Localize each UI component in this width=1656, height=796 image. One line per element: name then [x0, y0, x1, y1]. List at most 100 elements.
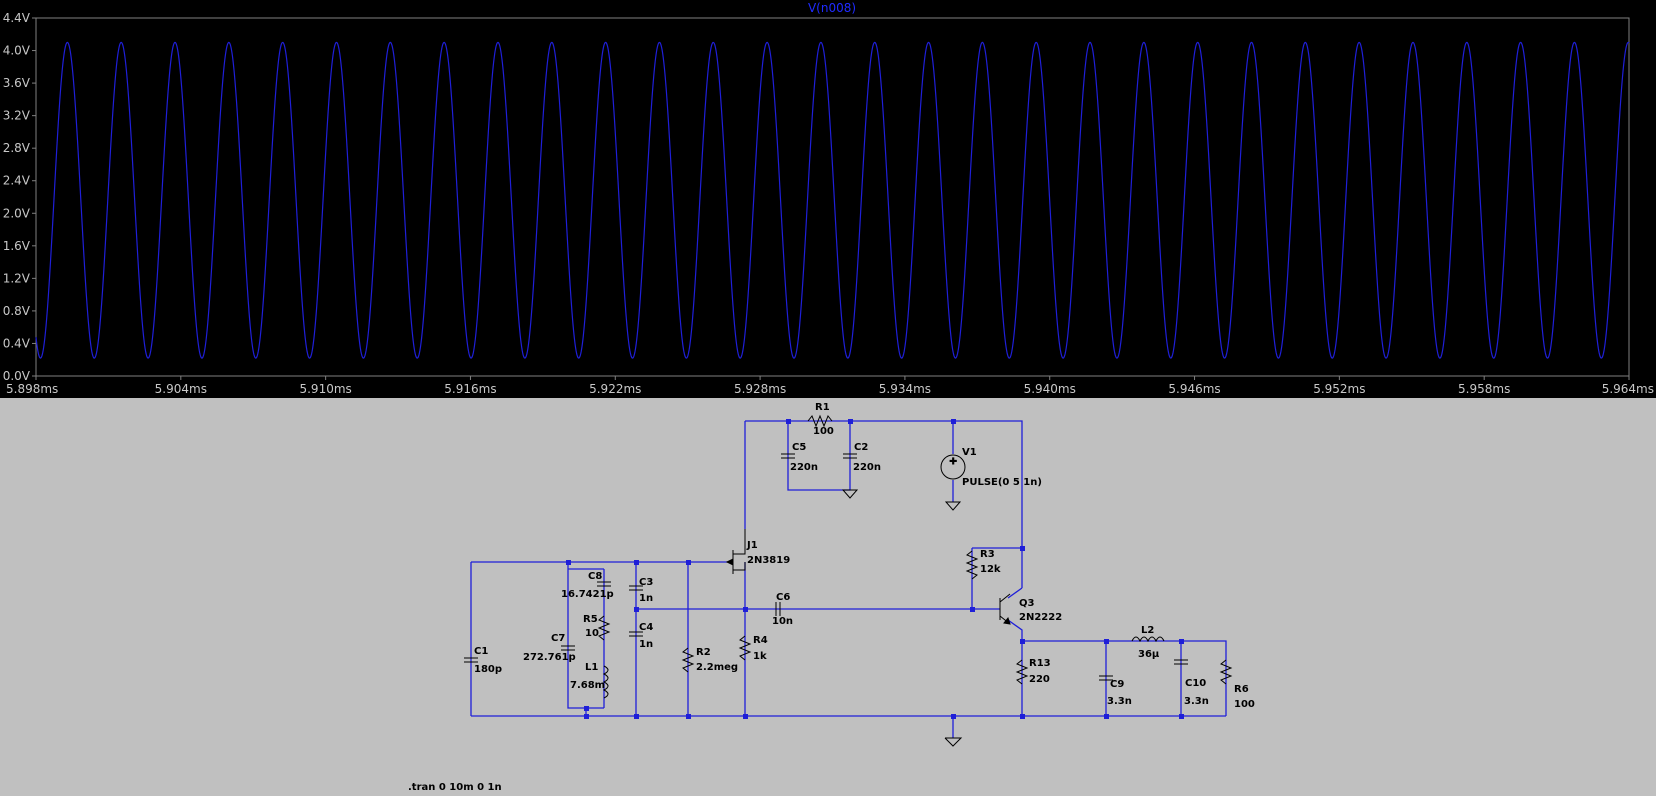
wire-output [1022, 640, 1227, 716]
c2-value: 220n [853, 462, 881, 473]
y-tick-label: 1.2V [3, 271, 31, 285]
x-tick-label: 5.916ms [444, 382, 496, 396]
junctions [566, 419, 1184, 719]
jfet-j1-arrow [725, 558, 734, 566]
x-tick-label: 5.898ms [6, 382, 58, 396]
q3-value: 2N2222 [1019, 612, 1062, 623]
resistor-r4-symbol[interactable] [738, 635, 752, 661]
r5-name: R5 [583, 614, 598, 625]
y-tick-label: 2.0V [3, 206, 31, 220]
j1-value: 2N3819 [747, 555, 790, 566]
schematic-pane[interactable]: + [0, 398, 1656, 796]
ground-c2-icon [841, 489, 859, 499]
wire-q3-collector [1007, 587, 1023, 599]
c10-name: C10 [1185, 678, 1206, 689]
resistor-r6-symbol[interactable] [1219, 659, 1233, 685]
c1-value: 180p [474, 664, 502, 675]
x-tick-label: 5.928ms [734, 382, 786, 396]
c1-name: C1 [474, 646, 488, 657]
c10-value: 3.3n [1184, 696, 1209, 707]
c5-name: C5 [792, 442, 806, 453]
inductor-l2-symbol[interactable] [1131, 636, 1165, 643]
wire-c7-loop [567, 569, 604, 709]
y-tick-label: 3.6V [3, 76, 31, 90]
inductor-l1-symbol[interactable] [602, 665, 609, 699]
c3-value: 1n [639, 593, 653, 604]
svg-text:+: + [949, 456, 957, 467]
c5-value: 220n [790, 462, 818, 473]
y-tick-label: 1.6V [3, 239, 31, 253]
ground-main-icon [944, 737, 963, 747]
bjt-q3-arrow [1003, 616, 1011, 625]
r13-name: R13 [1029, 658, 1051, 669]
bjt-q3-collector [999, 593, 1011, 603]
resistor-r13-symbol[interactable] [1015, 659, 1029, 685]
trace-v-n008[interactable] [35, 41, 1630, 359]
c8-value: 16.7421p [561, 589, 614, 600]
y-tick-label: 2.4V [3, 174, 31, 188]
trace-title[interactable]: V(n008) [808, 1, 856, 15]
y-tick-label: 2.8V [3, 141, 31, 155]
q3-name: Q3 [1019, 598, 1035, 609]
c7-value: 272.761p [523, 652, 576, 663]
x-tick-label: 5.904ms [155, 382, 207, 396]
spice-directive[interactable]: .tran 0 10m 0 1n [408, 782, 502, 793]
schematic-canvas[interactable]: + [0, 398, 1656, 796]
c6-value: 10n [772, 616, 793, 627]
wire-q3-emitter [1007, 619, 1023, 716]
wires [470, 420, 1227, 738]
r3-value: 12k [980, 564, 1001, 575]
l1-value: 7.68m [570, 680, 605, 691]
voltage-source-v1-symbol[interactable] [940, 454, 966, 480]
v1-value: PULSE(0 5 1n) [962, 477, 1042, 488]
r3-name: R3 [980, 549, 995, 560]
y-tick-label: 4.0V [3, 44, 31, 58]
l1-name: L1 [585, 662, 598, 673]
r1-value: 100 [813, 426, 834, 437]
r2-name: R2 [696, 647, 711, 658]
y-tick-label: 0.8V [3, 304, 31, 318]
x-tick-label: 5.964ms [1602, 382, 1654, 396]
ground-v1-icon [944, 501, 962, 511]
y-axis: 4.4V 4.0V 3.6V 3.2V 2.8V 2.4V 2.0V 1.6V 1.2V 0.8V… [3, 11, 36, 383]
j1-name: J1 [746, 540, 758, 551]
c2-name: C2 [854, 442, 868, 453]
c4-name: C4 [639, 622, 653, 633]
r13-value: 220 [1029, 674, 1050, 685]
jfet-j1-drain-lead [733, 529, 746, 555]
resistor-r2-symbol[interactable] [681, 647, 695, 673]
l2-value: 36µ [1138, 649, 1160, 660]
y-tick-label: 0.4V [3, 336, 31, 350]
y-tick-label: 4.4V [3, 11, 31, 25]
wire-top-rail [745, 420, 1023, 548]
r4-name: R4 [753, 635, 768, 646]
c7-name: C7 [551, 633, 565, 644]
resistor-r5-symbol[interactable] [597, 615, 611, 641]
r1-name: R1 [815, 402, 830, 413]
x-tick-label: 5.940ms [1024, 382, 1076, 396]
v1-name: V1 [962, 447, 977, 458]
c3-name: C3 [639, 577, 653, 588]
jfet-j1-source-lead [733, 562, 746, 571]
y-tick-label: 3.2V [3, 109, 31, 123]
x-tick-label: 5.910ms [299, 382, 351, 396]
c9-value: 3.3n [1107, 696, 1132, 707]
l2-name: L2 [1141, 625, 1154, 636]
plot-frame [35, 17, 1630, 377]
x-axis: 5.898ms 5.904ms 5.910ms 5.916ms 5.922ms 5.928… [6, 376, 1654, 396]
wire-c5-c2-loop [787, 421, 851, 491]
r5-value: 10 [585, 628, 599, 639]
c6-name: C6 [776, 592, 790, 603]
component-labels: R1 100 C5 220n C2 220n V1 PULSE(0 5 1n) … [408, 402, 1255, 793]
resistor-r1-symbol[interactable] [807, 414, 833, 428]
r6-name: R6 [1234, 684, 1249, 695]
resistor-r3-symbol[interactable] [965, 550, 979, 580]
x-tick-label: 5.922ms [589, 382, 641, 396]
x-tick-label: 5.934ms [879, 382, 931, 396]
c4-value: 1n [639, 639, 653, 650]
y-tick-label: 0.0V [3, 369, 31, 383]
waveform-plot-pane[interactable]: V(n008) 4.4V 4.0V 3.6V 3.2V 2.8V 2.4V 2.0V 1.6V… [0, 0, 1656, 398]
component-symbols: + [464, 414, 1233, 747]
waveform-plot[interactable]: V(n008) 4.4V 4.0V 3.6V 3.2V 2.8V 2.4V 2.0V 1.6V… [0, 0, 1656, 398]
c9-name: C9 [1110, 679, 1124, 690]
